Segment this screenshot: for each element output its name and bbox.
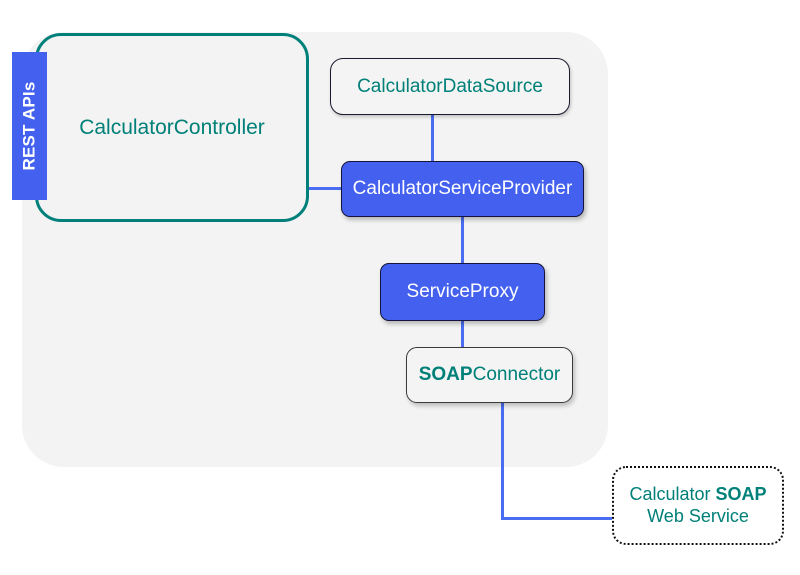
node-service-proxy[interactable]: ServiceProxy [380,263,545,321]
rest-apis-badge-label: REST APIs [19,81,39,171]
connector-soapconnector-elbow-vertical [501,401,504,520]
node-calculator-data-source-label: CalculatorDataSource [357,75,543,97]
connector-controller-to-serviceprovider [306,187,343,190]
node-calculator-service-provider[interactable]: CalculatorServiceProvider [341,161,584,217]
web-service-line1-bold: SOAP [715,483,767,504]
connector-datasource-to-serviceprovider [431,113,434,163]
node-calculator-controller[interactable]: CalculatorController [35,33,309,222]
node-calculator-soap-web-service-line2: Web Service [647,505,749,526]
node-soap-connector-label-rest: Connector [472,364,561,386]
node-service-proxy-label: ServiceProxy [406,281,519,303]
rest-apis-badge[interactable]: REST APIs [12,52,47,200]
node-calculator-service-provider-label: CalculatorServiceProvider [352,178,573,200]
web-service-line1-prefix: Calculator [629,483,716,504]
connector-soapconnector-elbow-horizontal [501,517,614,520]
node-soap-connector[interactable]: SOAPConnector [406,347,573,403]
connector-serviceprovider-to-serviceproxy [461,215,464,265]
node-calculator-controller-label: CalculatorController [79,115,265,139]
node-calculator-data-source[interactable]: CalculatorDataSource [330,58,570,115]
node-calculator-soap-web-service[interactable]: Calculator SOAP Web Service [612,466,784,545]
node-calculator-soap-web-service-line1: Calculator SOAP [629,484,766,506]
connector-serviceproxy-to-soapconnector [461,319,464,349]
node-soap-connector-label: SOAPConnector [419,363,561,386]
node-soap-connector-label-bold: SOAP [418,364,473,386]
